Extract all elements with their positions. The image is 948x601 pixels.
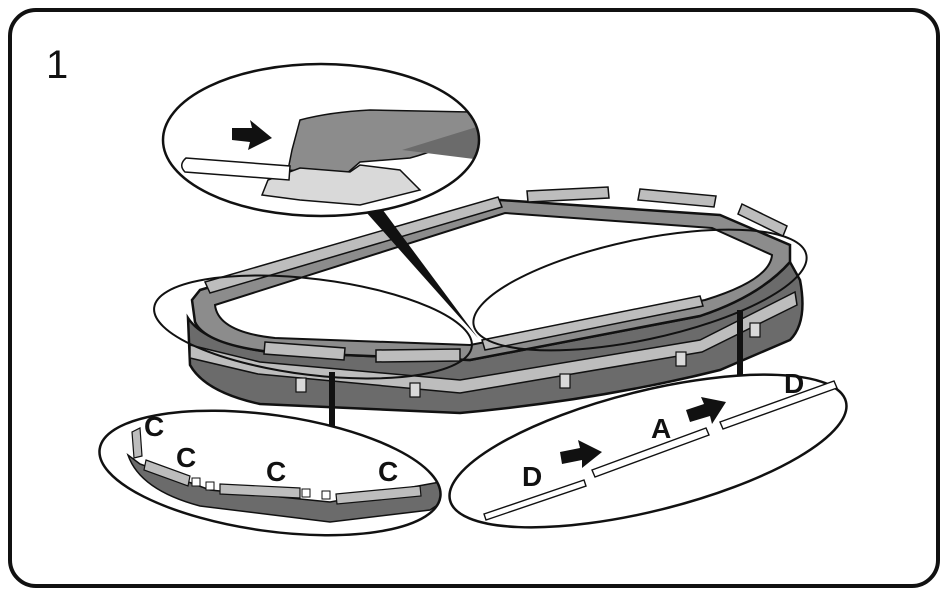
detail-ring-right: [472, 228, 808, 352]
callout-pointer-top: [350, 190, 478, 338]
detail-ring-left: [153, 274, 473, 380]
bottom-left-detail-callout: C C C C: [98, 409, 446, 537]
part-label-c-4: C: [378, 456, 398, 487]
pool-posts: [295, 322, 761, 398]
part-label-d-2: D: [784, 368, 804, 399]
arrow-right-icon: [232, 120, 272, 150]
liner-flap: [260, 164, 422, 206]
callout-stem-left: [329, 372, 335, 437]
rail-joints: [191, 477, 331, 500]
pool-lower-rail: [189, 290, 798, 394]
callout-rails: [131, 427, 422, 505]
loose-rails: [483, 380, 838, 521]
arrow-right-icon: [560, 440, 602, 468]
pool-frame: [186, 186, 804, 415]
liner-sleeve: [287, 109, 479, 176]
top-detail-callout: [161, 62, 481, 218]
rail-pole: [181, 157, 291, 181]
part-label-c-2: C: [176, 442, 196, 473]
part-label-a: A: [651, 413, 671, 444]
top-rails: [203, 186, 788, 363]
callout-stem-right: [737, 310, 743, 376]
part-label-d-1: D: [522, 461, 542, 492]
liner-edge: [402, 126, 479, 160]
step-number: 1: [46, 43, 68, 87]
part-label-c-3: C: [266, 456, 286, 487]
bottom-right-detail-callout: D A D: [448, 368, 848, 529]
part-label-c-1: C: [144, 411, 164, 442]
arrow-right-icon: [686, 397, 726, 424]
